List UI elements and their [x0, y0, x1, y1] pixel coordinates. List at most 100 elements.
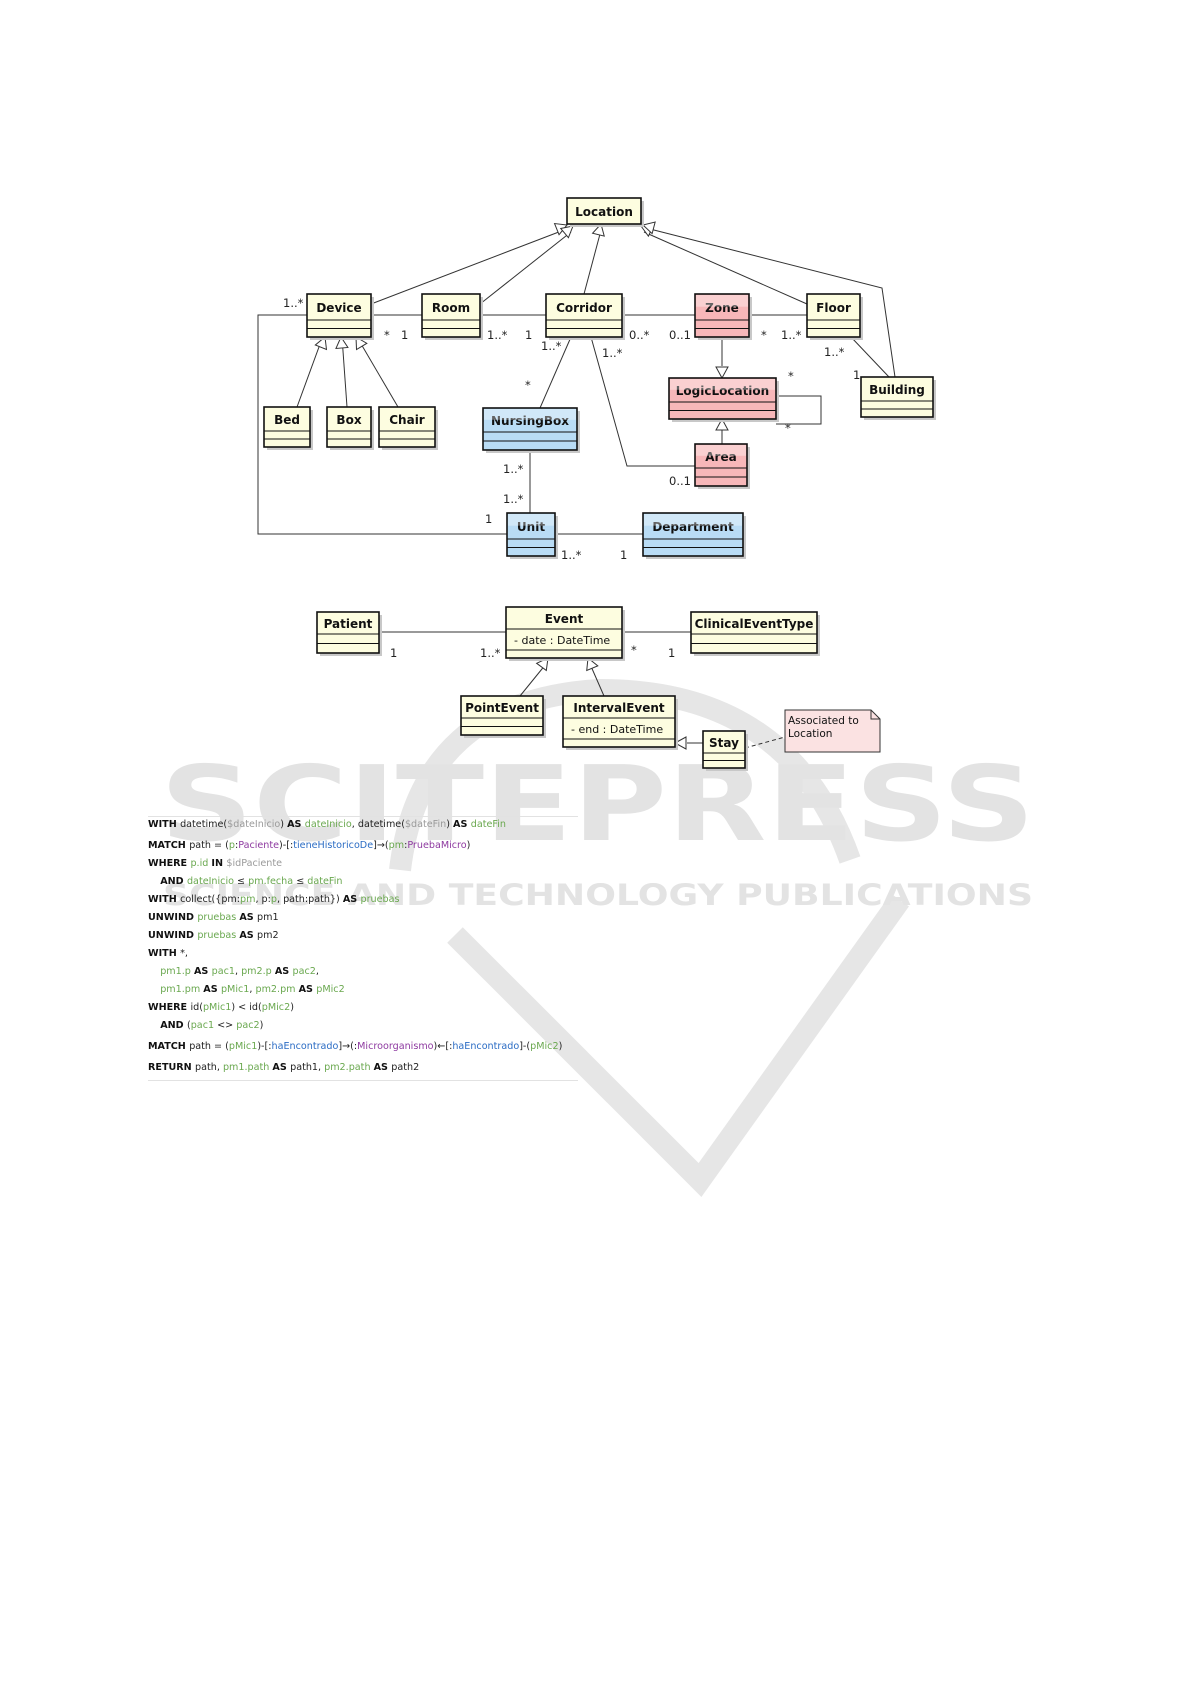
class-bed: Bed	[263, 406, 313, 450]
class-room: Room	[421, 293, 483, 340]
query-identifier: pm2.pm	[255, 984, 299, 995]
query-relationship: haEncontrado	[452, 1041, 520, 1052]
query-parameter: $idPaciente	[226, 858, 283, 869]
class-department: Department	[642, 512, 746, 559]
query-label: Microorganismo	[357, 1041, 434, 1052]
multiplicity-m_area_cor: 0..1	[669, 474, 691, 488]
class-name: Room	[432, 301, 470, 315]
multiplicity-m_cor_nb_b: *	[525, 378, 531, 392]
multiplicity-m_cor_area: 1..*	[602, 346, 623, 360]
query-token: datetime(	[180, 819, 228, 830]
query-token: ,	[234, 966, 242, 977]
arrowhead-zone-logiclocation-icon	[715, 366, 729, 380]
query-identifier: pMic1	[202, 1002, 232, 1013]
query-identifier: dateInicio	[304, 819, 352, 830]
query-keyword: IN	[211, 858, 227, 869]
query-identifier: pm.fecha	[248, 876, 297, 887]
multiplicity-m_dev_room_b: 1	[401, 328, 408, 342]
query-keyword: AS	[287, 819, 305, 830]
query-line: pm1.p AS pac1, pm2.p AS pac2,	[148, 963, 578, 981]
query-relationship: tieneHistoricoDe	[293, 840, 374, 851]
query-token: )←[:	[433, 1041, 453, 1052]
class-location: Location	[566, 197, 644, 227]
class-name: Unit	[517, 520, 545, 534]
class-unit: Unit	[506, 512, 558, 559]
multiplicity-m_zone_floor_b: 1..*	[781, 328, 802, 342]
class-name: LogicLocation	[676, 384, 769, 398]
multiplicity-m_room_cor_a: 1..*	[487, 328, 508, 342]
query-line: WHERE id(pMic1) < id(pMic2)	[148, 999, 578, 1017]
query-keyword: AS	[453, 819, 471, 830]
query-token: path,	[195, 1062, 223, 1073]
class-body	[306, 293, 372, 338]
query-token: ]→(	[373, 840, 389, 851]
class-logiclocation: LogicLocation	[668, 377, 779, 422]
arrowhead-chair-device-icon	[355, 336, 368, 351]
class-name: PointEvent	[465, 701, 539, 715]
query-identifier: pMic2	[261, 1002, 291, 1013]
query-identifier: dateFin	[470, 819, 506, 830]
multiplicity-m_unit_dept_a: 1..*	[561, 548, 582, 562]
class-body	[806, 293, 861, 338]
assoc-device-unit	[257, 314, 507, 535]
query-token: :	[234, 840, 239, 851]
query-token: pm1	[257, 912, 279, 923]
class-body	[506, 512, 556, 557]
query-keyword: AS	[342, 894, 361, 905]
class-name: Area	[705, 450, 736, 464]
query-keyword: RETURN	[148, 1062, 196, 1073]
query-token: pm2	[257, 930, 279, 941]
query-identifier: dateInicio	[186, 876, 238, 887]
arrowhead-intervalevent-event-icon	[586, 657, 599, 672]
class-body	[263, 406, 311, 448]
class-event: Event- date : DateTime	[505, 606, 625, 661]
class-body	[316, 611, 380, 654]
multiplicity-m_floor_bld_b: 1	[853, 368, 860, 382]
class-attribute: - date : DateTime	[514, 634, 610, 647]
query-keyword: WHERE	[148, 858, 191, 869]
query-keyword: AS	[239, 930, 258, 941]
class-body	[694, 443, 748, 487]
class-chair: Chair	[378, 406, 438, 450]
query-token: path2	[391, 1062, 420, 1073]
multiplicity-m_pat_ev: 1..*	[480, 646, 501, 660]
query-line: UNWIND pruebas AS pm1	[148, 909, 578, 927]
query-keyword: WITH	[148, 948, 181, 959]
query-token: , path:path})	[276, 894, 343, 905]
query-token	[148, 1020, 160, 1031]
class-name: Corridor	[556, 301, 612, 315]
diagram-edges	[257, 227, 896, 749]
class-body	[566, 197, 642, 225]
class-name: Floor	[816, 301, 851, 315]
query-identifier: p	[228, 840, 235, 851]
query-line: MATCH path = (p:Paciente)-[:tieneHistori…	[148, 837, 578, 855]
class-name: ClinicalEventType	[695, 617, 814, 631]
query-lines: WITH datetime($dateInicio) AS dateInicio…	[148, 816, 578, 1077]
class-patient: Patient	[316, 611, 382, 656]
class-highlight	[696, 295, 748, 307]
query-token: ]→(:	[338, 1041, 358, 1052]
arrowhead-stay-intervalevent-icon	[673, 736, 687, 750]
multiplicity-m_ll_self_a: *	[788, 369, 794, 383]
assoc-corridor-nursingbox	[539, 336, 572, 409]
generalization-arrows	[314, 221, 729, 750]
query-keyword: MATCH	[148, 1041, 190, 1052]
multiplicity-m_room_cor_b: 1	[525, 328, 532, 342]
gen-floor-location	[643, 231, 808, 305]
gen-device-location	[370, 229, 565, 305]
query-identifier: pac1	[190, 1020, 218, 1031]
query-token: , p:	[255, 894, 271, 905]
class-body	[702, 730, 746, 769]
query-identifier: dateFin	[307, 876, 343, 887]
query-identifier: pac2	[236, 1020, 260, 1031]
query-identifier: pm1.pm	[160, 984, 204, 995]
gen-intervalevent-event	[589, 663, 605, 697]
class-pointevent: PointEvent	[460, 695, 546, 738]
query-token: )-[:	[279, 840, 294, 851]
assoc-corridor-area	[590, 336, 695, 467]
query-keyword: UNWIND	[148, 930, 198, 941]
query-relationship: haEncontrado	[271, 1041, 339, 1052]
